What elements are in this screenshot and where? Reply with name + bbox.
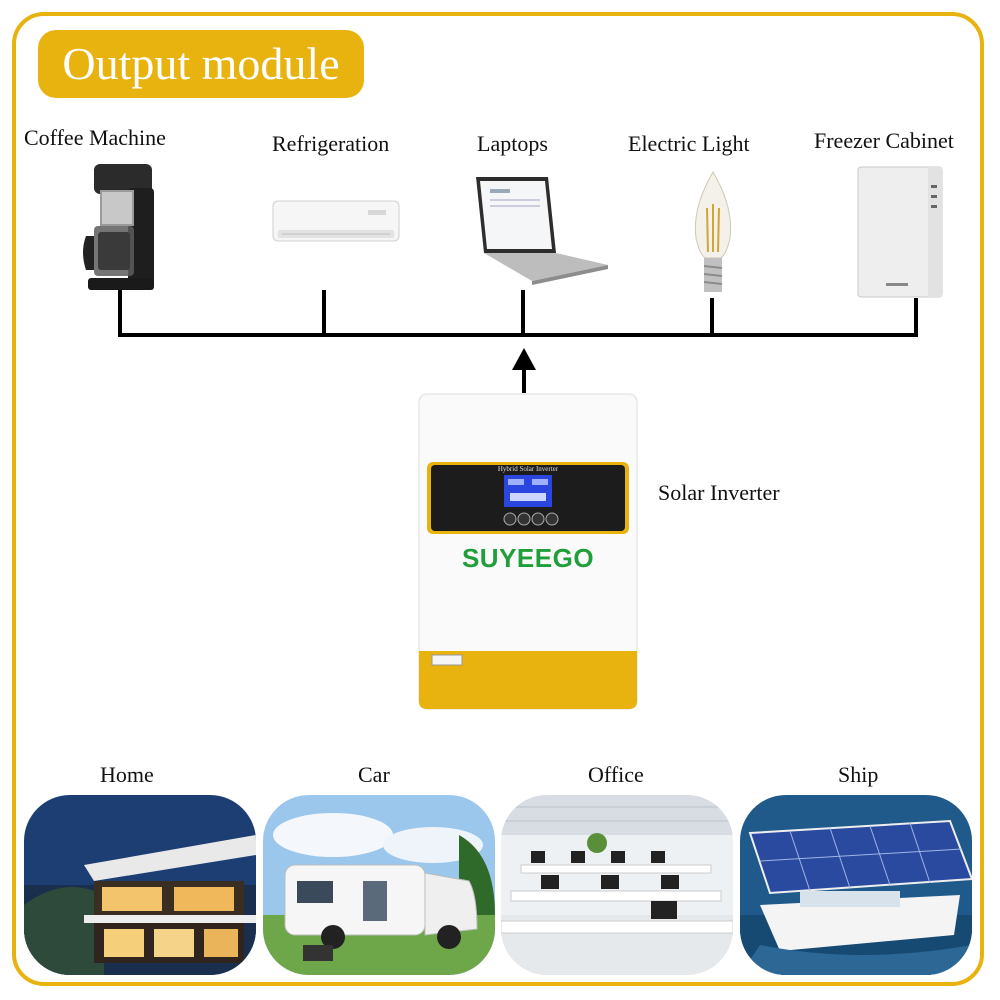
house-icon [24, 795, 256, 975]
wire-electric-light [710, 298, 714, 337]
page-title: Output module [38, 30, 364, 98]
wire-refrigeration [322, 290, 326, 337]
ship-photo [740, 795, 972, 975]
device-label-coffee-machine: Coffee Machine [24, 125, 166, 150]
caravan-icon [263, 795, 495, 975]
device-label-freezer-cabinet: Freezer Cabinet [814, 128, 954, 153]
arrow-up-icon [512, 348, 536, 370]
device-label-electric-light: Electric Light [628, 131, 750, 156]
home-photo [24, 795, 256, 975]
office-photo [501, 795, 733, 975]
output-bus-line [118, 333, 918, 337]
wire-coffee-machine [118, 290, 122, 337]
freezer-cabinet-icon [857, 166, 943, 298]
solar-boat-icon [740, 795, 972, 975]
solar-inverter: Hybrid Solar Inverter SUYEEGO [418, 393, 638, 710]
app-label-car: Car [358, 762, 390, 787]
app-label-ship: Ship [838, 762, 879, 787]
device-label-laptops: Laptops [477, 131, 548, 156]
inverter-body-icon [418, 393, 638, 710]
office-icon [501, 795, 733, 975]
wire-freezer-cabinet [914, 298, 918, 337]
device-label-refrigeration: Refrigeration [272, 131, 390, 156]
outer-frame [12, 12, 984, 986]
inverter-feed-line [522, 366, 526, 393]
app-label-office: Office [588, 762, 644, 787]
app-label-home: Home [100, 762, 154, 787]
wire-laptops [521, 290, 525, 337]
air-conditioner-icon [272, 200, 400, 242]
coffee-machine-icon [83, 164, 154, 290]
laptop-icon [476, 177, 608, 285]
inverter-label: Solar Inverter [658, 480, 780, 505]
inverter-panel-text: Hybrid Solar Inverter [497, 465, 559, 473]
car-photo [263, 795, 495, 975]
inverter-brand: SUYEEGO [461, 543, 595, 573]
light-bulb-icon [694, 171, 732, 292]
